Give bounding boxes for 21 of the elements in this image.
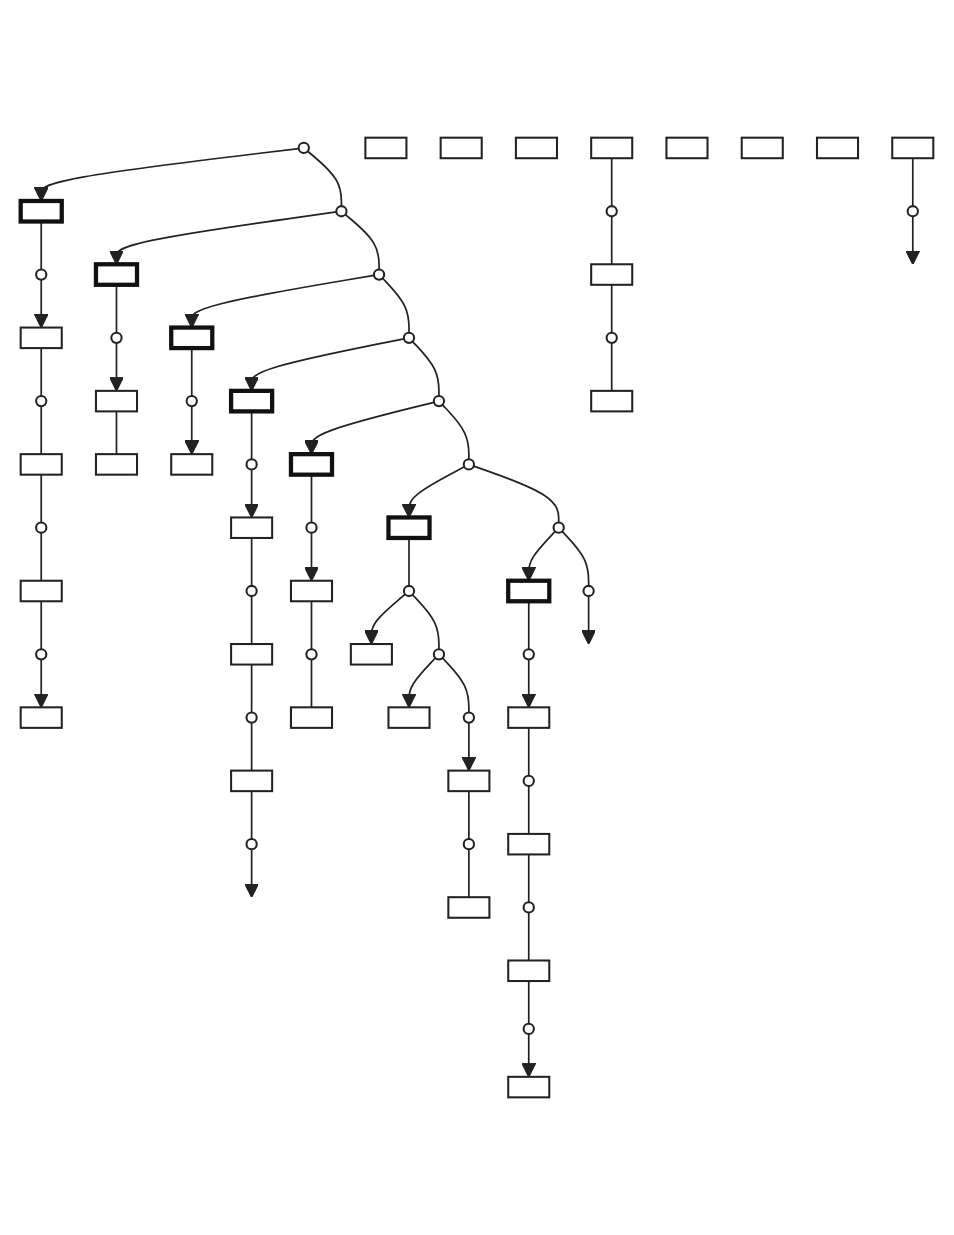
connector xyxy=(40,405,43,455)
connector xyxy=(561,530,590,587)
arrow xyxy=(363,593,406,645)
arrow xyxy=(401,657,437,708)
connector xyxy=(250,595,253,645)
connector xyxy=(411,593,440,650)
arrow xyxy=(33,658,49,708)
connector xyxy=(250,537,253,587)
connector xyxy=(381,277,410,334)
arrow xyxy=(244,848,260,898)
arrow xyxy=(521,658,537,708)
connector xyxy=(306,150,343,207)
arrow xyxy=(905,215,921,265)
arrow xyxy=(581,595,597,645)
connector xyxy=(441,657,470,714)
connector xyxy=(441,403,470,461)
arrow xyxy=(184,405,200,455)
connector xyxy=(344,213,380,271)
connector xyxy=(472,465,560,524)
connector xyxy=(527,727,530,777)
connector xyxy=(411,340,440,397)
